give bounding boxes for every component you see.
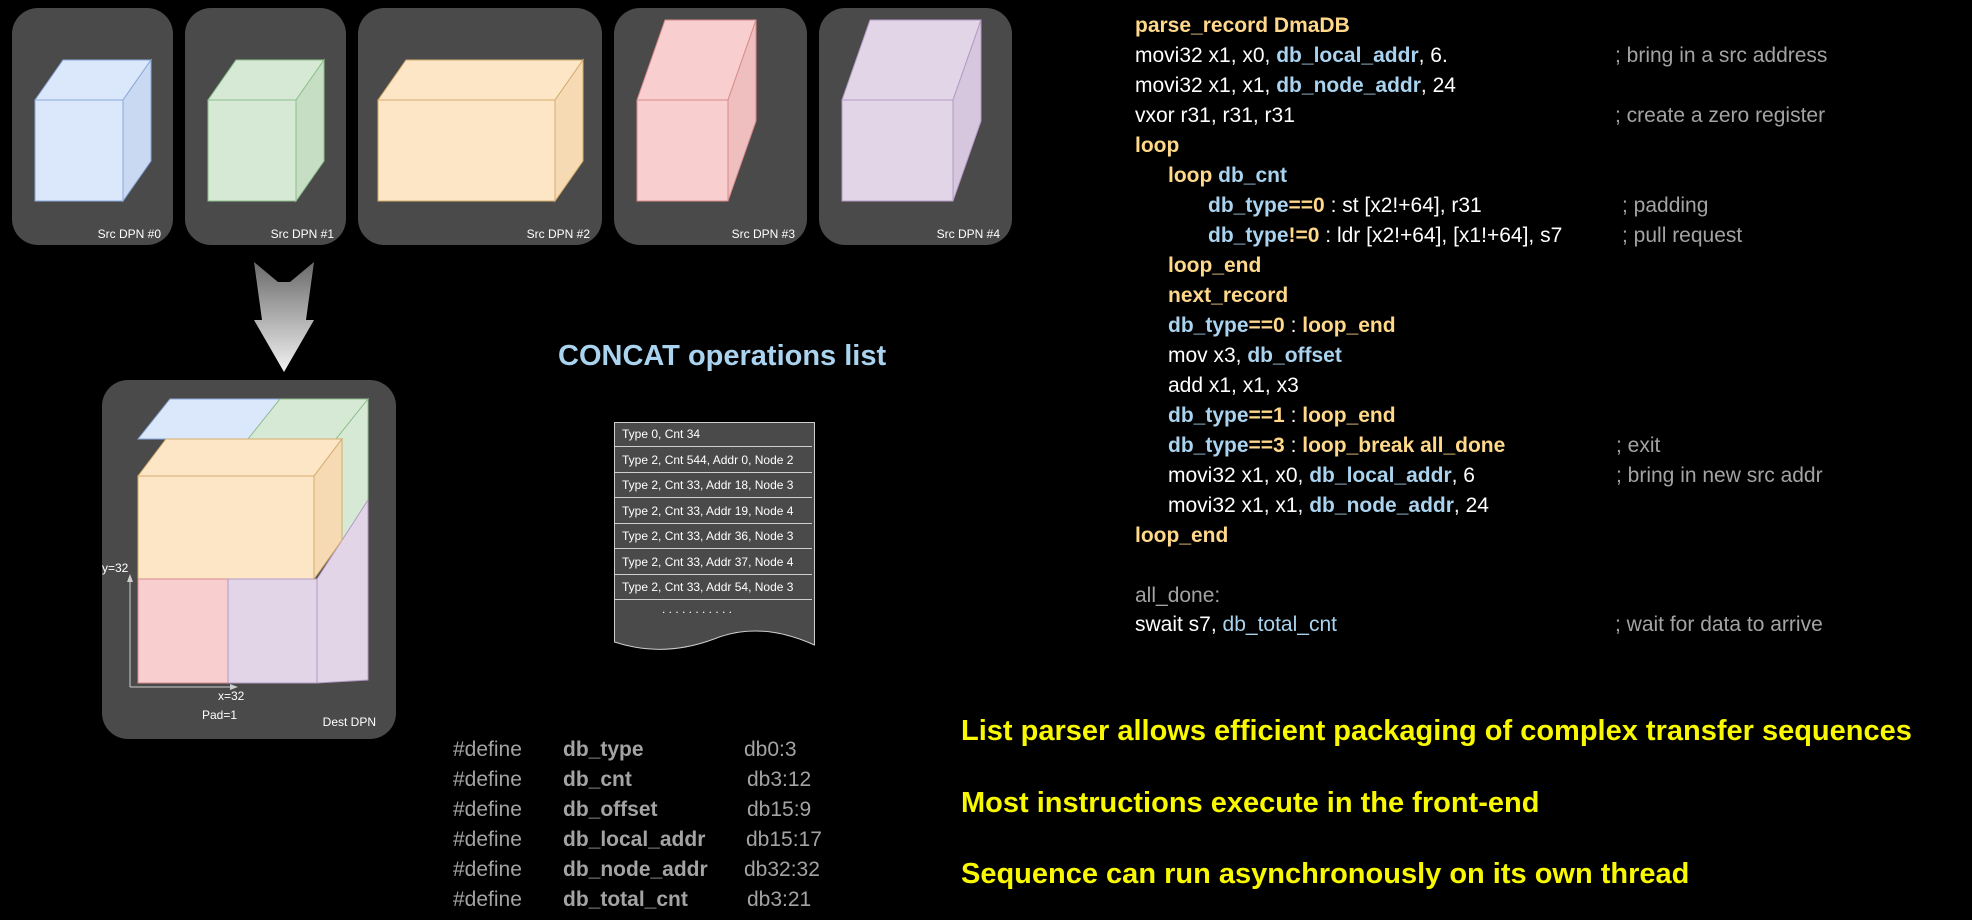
code-line: loop_end [1135,524,1229,547]
code-line: db_type==3 : loop_break all_done [1168,434,1506,457]
dest-dpn-panel: y=32 x=32 Pad=1 Dest DPN [102,380,396,739]
define-name: db_node_addr [563,858,708,881]
define-value: db32:32 [744,858,820,881]
src-dpn-label: Src DPN #2 [526,227,590,241]
down-arrow-icon [254,262,314,372]
define-name: db_type [563,738,644,761]
define-row: #define db_node_addr db32:32 [453,855,820,885]
pad-label: Pad=1 [202,708,238,722]
code-line: loop db_cnt [1168,164,1287,187]
code-line: vxor r31, r31, r31 [1135,104,1295,127]
src-dpn-panel-2: Src DPN #2 [358,8,602,245]
cube-icon [34,58,152,203]
code-line: db_type!=0 : ldr [x2!+64], [x1!+64], s7 [1208,224,1563,247]
define-name: db_cnt [563,768,632,791]
list-item: Type 2, Cnt 544, Addr 0, Node 2 [614,448,812,473]
define-name: db_offset [563,798,658,821]
define-row: #define db_local_addr db15:17 [453,825,822,855]
code-comment: ; exit [1616,434,1661,457]
code-comment: ; wait for data to arrive [1615,613,1823,636]
src-dpn-label: Src DPN #4 [936,227,1000,241]
code-line: db_type==1 : loop_end [1168,404,1396,427]
define-name: db_total_cnt [563,888,688,911]
list-ellipsis: . . . . . . . . . . . [662,602,733,616]
list-item: Type 2, Cnt 33, Addr 36, Node 3 [614,524,812,549]
define-name: db_local_addr [563,828,706,851]
code-line: next_record [1168,284,1289,307]
code-line: movi32 x1, x0, db_local_addr, 6 [1168,464,1475,487]
document-shape [614,422,815,650]
code-comment: ; bring in new src addr [1616,464,1823,487]
define-row: #define db_type db0:3 [453,735,797,765]
summary-statement: Sequence can run asynchronously on its o… [961,858,1690,890]
code-line: movi32 x1, x0, db_local_addr, 6. [1135,44,1448,67]
src-dpn-label: Src DPN #3 [731,227,795,241]
define-value: db15:9 [747,798,812,821]
summary-statement: Most instructions execute in the front-e… [961,787,1540,819]
define-row: #define db_cnt db3:12 [453,765,811,795]
define-row: #define db_offset db15:9 [453,795,811,825]
operations-list-document: Type 0, Cnt 34 Type 2, Cnt 544, Addr 0, … [614,422,815,650]
src-dpn-panel-3: Src DPN #3 [614,8,807,245]
src-dpn-label: Src DPN #0 [97,227,161,241]
define-row: #define db_total_cnt db3:21 [453,885,811,915]
summary-statement: List parser allows efficient packaging o… [961,715,1912,747]
define-value: db0:3 [744,738,797,761]
list-item: Type 2, Cnt 33, Addr 18, Node 3 [614,473,812,498]
concatenated-cube-icon [127,397,370,690]
cube-icon [207,58,325,203]
define-value: db15:17 [746,828,822,851]
list-item: Type 2, Cnt 33, Addr 19, Node 4 [614,499,812,524]
cube-icon [636,19,757,202]
code-comment: ; create a zero register [1615,104,1826,127]
code-line: parse_record DmaDB [1135,14,1350,37]
code-line: db_type==0 : st [x2!+64], r31 [1208,194,1482,217]
code-comment: ; bring in a src address [1615,44,1828,67]
code-comment: ; padding [1622,194,1709,217]
code-comment: ; pull request [1622,224,1743,247]
list-item: Type 2, Cnt 33, Addr 37, Node 4 [614,550,812,575]
code-line: all_done: [1135,584,1221,607]
src-dpn-label: Src DPN #1 [270,227,334,241]
code-line: movi32 x1, x1, db_node_addr, 24 [1135,74,1456,97]
concat-title: CONCAT operations list [558,340,887,372]
code-line: loop_end [1168,254,1262,277]
cube-icon [377,58,584,203]
code-line: mov x3, db_offset [1168,344,1342,367]
list-item: Type 0, Cnt 34 [614,422,812,447]
code-line: swait s7, db_total_cnt [1135,613,1337,636]
define-value: db3:12 [747,768,812,791]
src-dpn-panel-4: Src DPN #4 [819,8,1012,245]
define-value: db3:21 [747,888,812,911]
code-line: loop [1135,134,1180,157]
x-axis-label: x=32 [218,689,245,703]
y-axis-label: y=32 [102,561,129,575]
list-item: Type 2, Cnt 33, Addr 54, Node 3 [614,575,812,600]
code-line: add x1, x1, x3 [1168,374,1299,397]
src-dpn-panel-0: Src DPN #0 [12,8,173,245]
src-dpn-panel-1: Src DPN #1 [185,8,346,245]
dest-dpn-label: Dest DPN [322,715,376,729]
code-line: movi32 x1, x1, db_node_addr, 24 [1168,494,1489,517]
code-line: db_type==0 : loop_end [1168,314,1396,337]
cube-icon [841,19,982,202]
